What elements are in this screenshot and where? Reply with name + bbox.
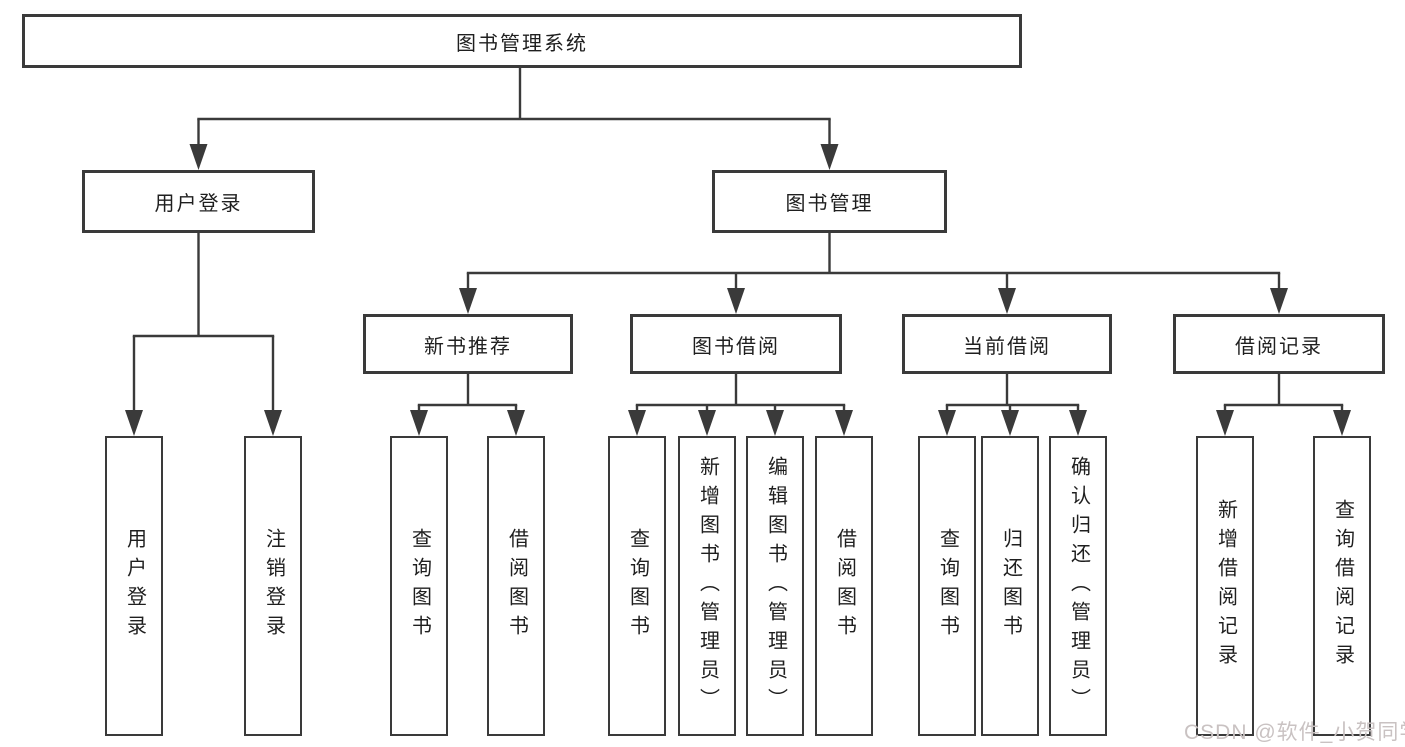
leaf-label: 注销登录 <box>262 528 285 644</box>
node-label: 图书管理 <box>785 193 874 215</box>
arrowhead-icon <box>766 410 784 436</box>
arrowhead-icon <box>1216 410 1234 436</box>
arrowhead-icon <box>1069 410 1087 436</box>
node-label: 图书管理系统 <box>456 32 588 55</box>
leaf-logout-login: 注销登录 <box>244 436 302 736</box>
leaf-edit-books-admin: 编辑图书（管理员） <box>746 436 804 736</box>
arrowhead-icon <box>938 410 956 436</box>
arrowhead-icon <box>459 288 477 314</box>
leaf-label: 新增图书（管理员） <box>696 455 719 717</box>
arrowhead-icon <box>835 410 853 436</box>
leaf-label: 查询图书 <box>408 528 431 644</box>
node-current-borrowing: 当前借阅 <box>902 314 1112 374</box>
leaf-label: 归还图书 <box>999 528 1022 644</box>
leaf-query-books-current: 查询图书 <box>918 436 976 736</box>
leaf-label: 借阅图书 <box>833 528 856 644</box>
leaf-label: 用户登录 <box>123 528 146 644</box>
arrowhead-icon <box>1001 410 1019 436</box>
leaf-label: 确认归还（管理员） <box>1067 455 1090 717</box>
node-book-management: 图书管理 <box>712 170 947 233</box>
arrowhead-icon <box>507 410 525 436</box>
arrowhead-icon <box>125 410 143 436</box>
leaf-label: 新增借阅记录 <box>1214 499 1237 673</box>
leaf-add-borrow-record: 新增借阅记录 <box>1196 436 1254 736</box>
node-label: 新书推荐 <box>424 335 512 358</box>
node-label: 当前借阅 <box>963 335 1051 358</box>
leaf-confirm-return-admin: 确认归还（管理员） <box>1049 436 1107 736</box>
leaf-label: 查询借阅记录 <box>1331 499 1354 673</box>
leaf-borrow-books: 借阅图书 <box>815 436 873 736</box>
arrowhead-icon <box>410 410 428 436</box>
leaf-label: 查询图书 <box>626 528 649 644</box>
leaf-return-books: 归还图书 <box>981 436 1039 736</box>
node-label: 用户登录 <box>154 193 243 215</box>
arrowhead-icon <box>698 410 716 436</box>
arrowhead-icon <box>1270 288 1288 314</box>
node-borrowing-records: 借阅记录 <box>1173 314 1385 374</box>
leaf-query-books-borrow: 查询图书 <box>608 436 666 736</box>
node-label: 借阅记录 <box>1235 335 1323 358</box>
leaf-label: 查询图书 <box>936 528 959 644</box>
leaf-query-borrow-record: 查询借阅记录 <box>1313 436 1371 736</box>
leaf-add-books-admin: 新增图书（管理员） <box>678 436 736 736</box>
leaf-user-login: 用户登录 <box>105 436 163 736</box>
node-book-borrowing: 图书借阅 <box>630 314 842 374</box>
arrowhead-icon <box>820 144 839 170</box>
arrowhead-icon <box>264 410 282 436</box>
node-user-login: 用户登录 <box>82 170 315 233</box>
leaf-borrow-books-recommend: 借阅图书 <box>487 436 545 736</box>
leaf-query-books-recommend: 查询图书 <box>390 436 448 736</box>
arrowhead-icon <box>189 144 208 170</box>
arrowhead-icon <box>1333 410 1351 436</box>
node-library-management-system: 图书管理系统 <box>22 14 1022 68</box>
arrowhead-icon <box>998 288 1016 314</box>
csdn-watermark: CSDN @软件_小贺同学 <box>1184 721 1405 744</box>
node-label: 图书借阅 <box>692 335 780 358</box>
leaf-label: 编辑图书（管理员） <box>764 455 787 717</box>
arrowhead-icon <box>727 288 745 314</box>
arrowhead-icon <box>628 410 646 436</box>
leaf-label: 借阅图书 <box>505 528 528 644</box>
node-new-book-recommendation: 新书推荐 <box>363 314 573 374</box>
